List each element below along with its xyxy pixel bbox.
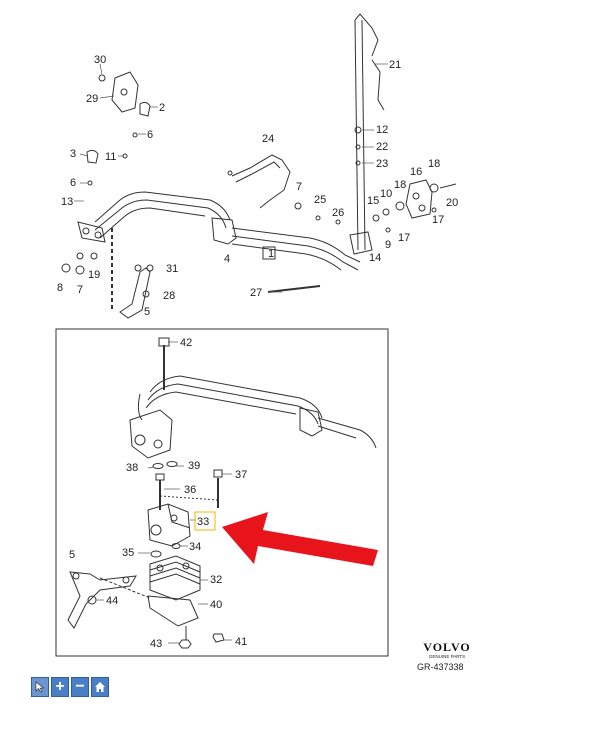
- top-callout-22[interactable]: 22: [376, 141, 388, 153]
- top-callout-30[interactable]: 30: [94, 54, 106, 66]
- top-assembly: [61, 13, 457, 319]
- top-callout-23[interactable]: 23: [376, 158, 388, 170]
- top-callout-29[interactable]: 29: [86, 93, 98, 105]
- detail-inset-frame: [55, 328, 389, 657]
- pointer-button[interactable]: [31, 677, 49, 697]
- top-callout-12[interactable]: 12: [376, 124, 388, 136]
- top-callout-7[interactable]: 7: [77, 284, 83, 296]
- top-callout-11[interactable]: 11: [105, 151, 116, 163]
- inset-callout-32[interactable]: 32: [210, 574, 222, 586]
- top-callout-1[interactable]: 1: [268, 248, 274, 260]
- top-callout-7[interactable]: 7: [296, 181, 302, 193]
- top-callout-28[interactable]: 28: [163, 290, 175, 302]
- top-callout-18[interactable]: 18: [394, 179, 406, 191]
- zoom-in-button[interactable]: +: [51, 677, 69, 697]
- inset-callout-42[interactable]: 42: [180, 337, 192, 349]
- top-callout-17[interactable]: 17: [432, 214, 444, 226]
- inset-callout-36[interactable]: 36: [184, 484, 196, 496]
- top-callout-13[interactable]: 13: [61, 196, 73, 208]
- top-callout-27[interactable]: 27: [250, 287, 262, 299]
- diagram-label-1: [262, 246, 276, 260]
- inset-callout-35[interactable]: 35: [122, 547, 134, 559]
- top-callout-31[interactable]: 31: [166, 263, 178, 275]
- top-callout-2[interactable]: 2: [159, 102, 165, 114]
- top-callout-6[interactable]: 6: [147, 129, 153, 141]
- top-callout-9[interactable]: 9: [385, 239, 391, 251]
- pointer-icon: [35, 681, 45, 693]
- top-callout-10[interactable]: 10: [380, 188, 392, 200]
- top-callout-8[interactable]: 8: [57, 282, 63, 294]
- inset-callout-43[interactable]: 43: [150, 638, 162, 650]
- highlight-box-33: [194, 511, 216, 531]
- top-callout-15[interactable]: 15: [367, 195, 379, 207]
- inset-callout-39[interactable]: 39: [188, 460, 200, 472]
- diagram-toolbar: + −: [31, 677, 109, 697]
- inset-callout-5[interactable]: 5: [69, 549, 75, 561]
- top-callout-16[interactable]: 16: [410, 166, 422, 178]
- leader-lines-top: [74, 63, 388, 293]
- top-callout-24[interactable]: 24: [262, 133, 274, 145]
- zoom-in-icon: +: [55, 678, 65, 695]
- zoom-out-icon: −: [75, 678, 85, 695]
- top-callout-26[interactable]: 26: [332, 207, 344, 219]
- inset-callout-40[interactable]: 40: [210, 599, 222, 611]
- top-callout-19[interactable]: 19: [88, 269, 100, 281]
- top-callout-4[interactable]: 4: [224, 253, 230, 265]
- genuine-parts-tagline: GENUINE PARTS: [428, 654, 466, 659]
- inset-callout-34[interactable]: 34: [189, 541, 201, 553]
- red-arrow: [222, 512, 378, 566]
- inset-callout-33[interactable]: 33: [197, 516, 209, 528]
- top-callout-6[interactable]: 6: [70, 177, 76, 189]
- top-callout-3[interactable]: 3: [70, 148, 76, 160]
- leader-lines-inset: [96, 341, 232, 644]
- top-callout-21[interactable]: 21: [389, 59, 401, 71]
- inset-callout-38[interactable]: 38: [126, 462, 138, 474]
- zoom-out-button[interactable]: −: [71, 677, 89, 697]
- top-callout-20[interactable]: 20: [446, 197, 458, 209]
- top-callout-14[interactable]: 14: [369, 252, 381, 264]
- inset-callout-37[interactable]: 37: [235, 469, 247, 481]
- top-callout-25[interactable]: 25: [314, 194, 326, 206]
- top-callout-18[interactable]: 18: [428, 158, 440, 170]
- inset-callouts: 42 38 39 37 36 33 35 34 32 5 44 40 43 41: [69, 337, 247, 650]
- diagram-reference-number: GR-437338: [417, 662, 464, 672]
- home-icon: [95, 682, 105, 692]
- inset-callout-44[interactable]: 44: [106, 595, 118, 607]
- inset-callout-41[interactable]: 41: [235, 636, 247, 648]
- top-callout-17[interactable]: 17: [398, 232, 410, 244]
- top-callout-5[interactable]: 5: [144, 306, 150, 318]
- volvo-logo: VOLVO: [423, 640, 471, 654]
- home-button[interactable]: [91, 677, 109, 697]
